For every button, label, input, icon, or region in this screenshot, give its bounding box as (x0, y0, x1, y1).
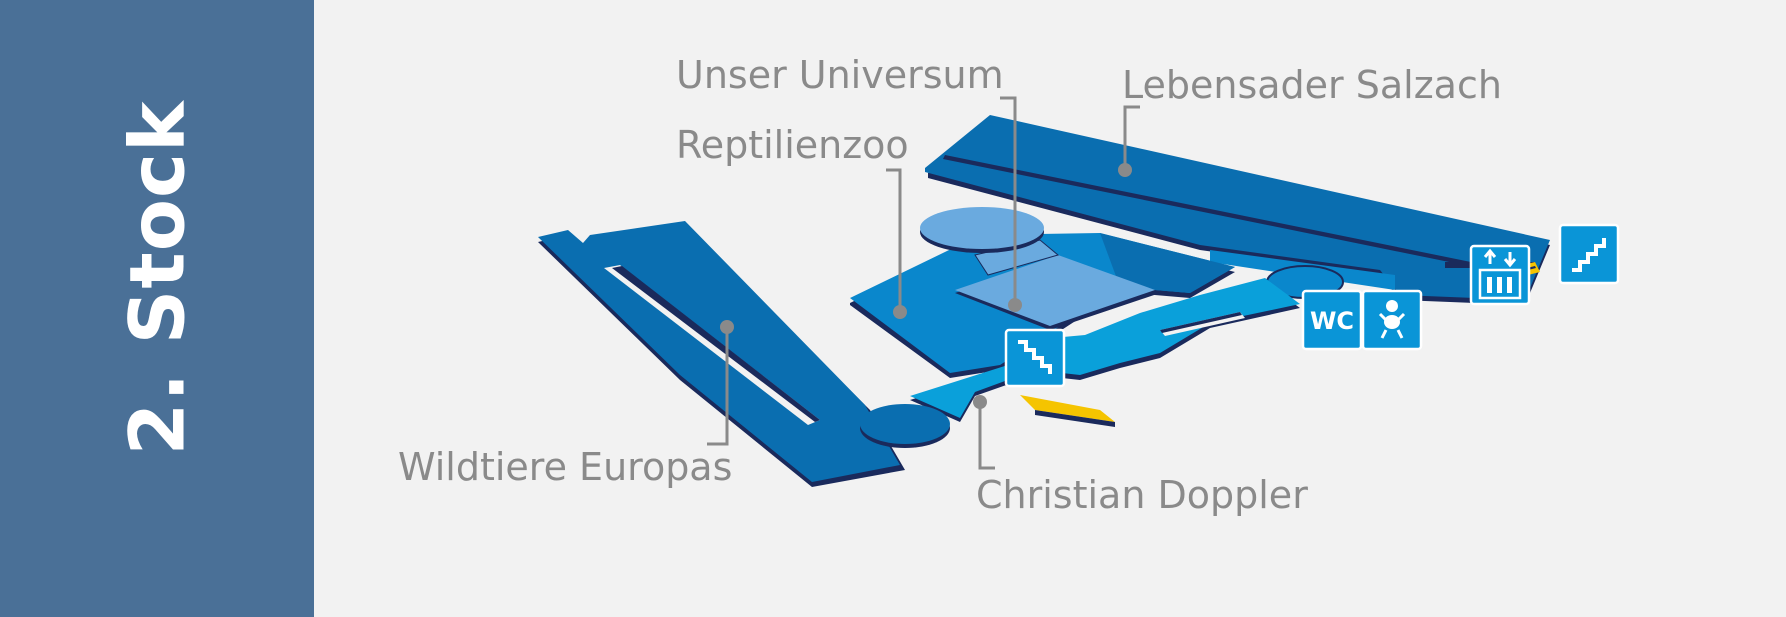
escalator-doppler (1020, 395, 1115, 427)
label-unser-universum: Unser Universum (676, 53, 1004, 97)
leader-unser-universum (1000, 96, 1022, 312)
elevator-icon[interactable] (1469, 244, 1531, 306)
baby-changing-icon[interactable] (1361, 289, 1423, 351)
leader-reptilienzoo (886, 168, 907, 319)
hall-unser-universum[interactable] (920, 207, 1160, 330)
floor-side-band: 2. Stock (0, 0, 314, 617)
wc-label: WC (1310, 307, 1354, 335)
wc-icon[interactable]: WC (1301, 289, 1363, 351)
label-christian-doppler: Christian Doppler (976, 473, 1308, 517)
stairs-icon-right[interactable] (1558, 223, 1620, 285)
leader-lebensader-salzach (1118, 105, 1140, 177)
label-lebensader-salzach: Lebensader Salzach (1122, 63, 1502, 107)
stairs-icon[interactable] (1004, 328, 1066, 388)
label-reptilienzoo: Reptilienzoo (676, 123, 909, 167)
leader-christian-doppler (973, 395, 995, 470)
hall-wildtiere-europas[interactable] (538, 221, 950, 487)
label-wildtiere-europas: Wildtiere Europas (398, 445, 732, 489)
hall-christian-doppler[interactable] (910, 278, 1300, 422)
leader-wildtiere-europas (707, 320, 734, 446)
